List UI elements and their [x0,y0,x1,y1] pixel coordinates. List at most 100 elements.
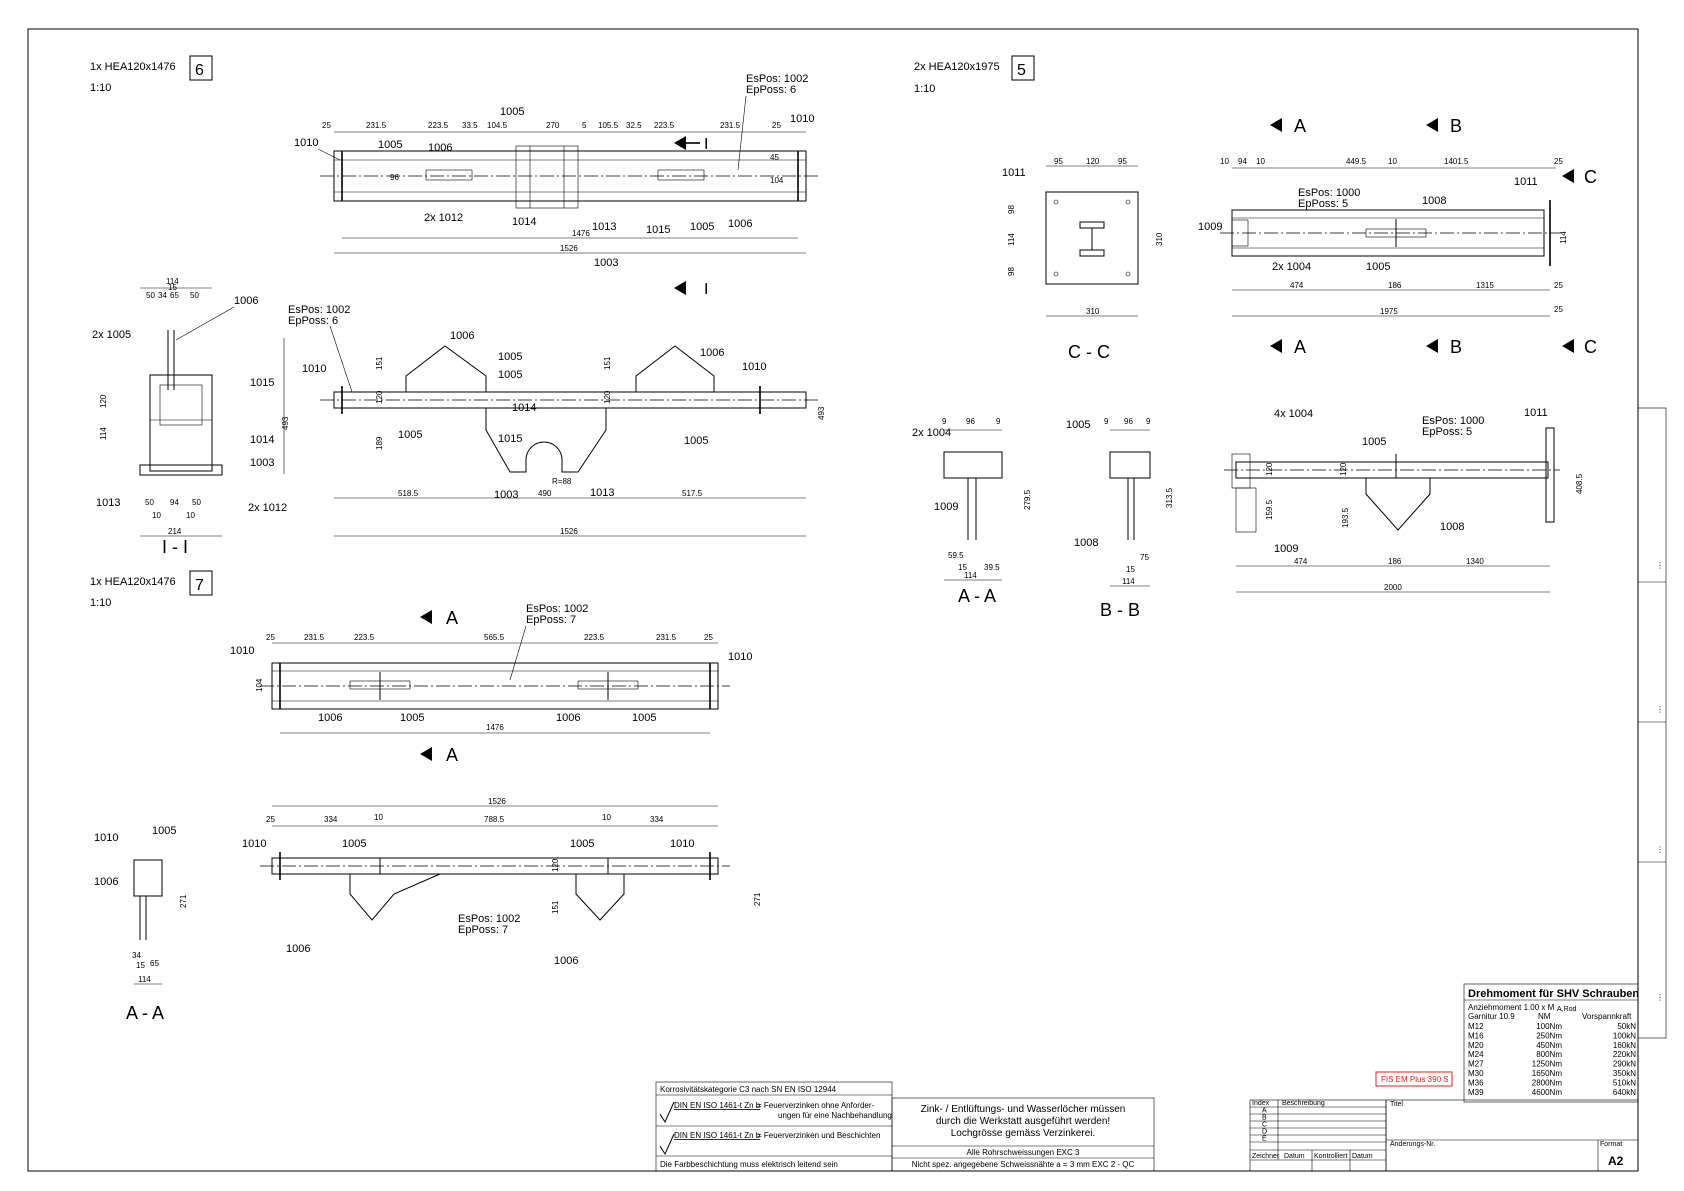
drawing-label: 95 [1118,157,1127,166]
drawing-label: 45 [770,153,779,162]
drawing-label: 114 [1007,233,1016,246]
drawing-label: EpPoss: 6 [746,84,796,96]
revision-index: C [1262,1122,1267,1129]
drawing-label: 159.5 [1265,499,1274,520]
drawing-label: 231.5 [656,633,677,642]
drawing-label: 1008 [1422,195,1446,207]
drawing-label: 1005 [1366,261,1390,273]
drawing-label: 214 [168,527,182,536]
drawing-label: 1010 [242,838,266,850]
drawing-label: 94 [170,498,179,507]
drawing-label: 10 [1388,157,1397,166]
pos7-number: 7 [195,577,204,594]
drawing-label: Datum [1284,1153,1305,1160]
drawing-label: 1005 [632,712,656,724]
note-korrosion: Korrosivitätskategorie C3 nach SN EN ISO… [660,1085,837,1094]
drawing-label: 1011 [1002,167,1026,179]
drawing-label: 98 [1007,205,1016,214]
drawing-label: 98 [1007,267,1016,276]
torque-cell: 220kN [1613,1050,1636,1059]
drawing-label: 1003 [494,489,518,501]
drawing-label: 1008 [1440,521,1464,533]
drawing-label: 1010 [230,645,254,657]
drawing-label: Datum [1352,1153,1373,1160]
drawing-label: 120 [99,394,108,408]
drawing-label: 1401.5 [1444,157,1469,166]
drawing-label: 15 [168,283,177,292]
drawing-label: 1476 [572,229,590,238]
drawing-label: 105.5 [598,121,619,130]
torque-table: Drehmoment für SHV Schrauben Anziehmomen… [1463,983,1639,1103]
drawing-label: 313.5 [1165,487,1174,508]
drawing-label: 1003 [250,457,274,469]
torque-cell: 160kN [1613,1041,1636,1050]
torque-subtitle-sub: A,Rod [1557,1006,1577,1013]
torque-cell: 350kN [1613,1069,1636,1078]
torque-title: Drehmoment für SHV Schrauben [1468,988,1639,1000]
drawing-label: 518.5 [398,489,419,498]
pos7-title: 1x HEA120x1476 [90,576,176,588]
drawing-label: 1006 [556,712,580,724]
drawing-label: 114 [138,975,151,984]
sheet-frame-edge [1637,407,1667,1039]
drawing-label: 1011 [1514,176,1538,188]
drawing-label: 10 [186,511,195,520]
drawing-label: 231.5 [720,121,741,130]
drawing-label: 10 [152,511,161,520]
drawing-label: 4x 1004 [1274,408,1313,420]
drawing-label: 151 [603,356,612,370]
drawing-label: 151 [551,900,560,914]
drawing-label: C [1584,167,1597,187]
drawing-label: 231.5 [366,121,387,130]
drawing-label: I [704,281,708,298]
drawing-label: B - B [1100,600,1140,620]
drawing-label: A [1294,337,1306,357]
drawing-label: 1015 [250,377,274,389]
drawing-label: 104 [255,678,264,692]
drawing-label: 59.5 [948,551,964,560]
drawing-label: C [1584,337,1597,357]
title-block: Titel Änderungs-Nr. Format A2 [1385,1099,1639,1172]
torque-cell: M27 [1468,1060,1484,1069]
drawing-label: 1526 [488,797,506,806]
drawing-label: 1340 [1466,557,1484,566]
drawing-label: = Feuerverzinken und Beschichten [757,1131,880,1140]
drawing-label: 1010 [294,137,318,149]
drawing-label: 9 [942,417,947,426]
drawing-label: 493 [817,406,826,420]
drawing-label: 50 [146,291,155,300]
drawing-label: C - C [1068,342,1110,362]
drawing-label: 10 [1256,157,1265,166]
drawing-label: 1013 [592,221,616,233]
drawing-label: 9 [1146,417,1151,426]
drawing-label: 25 [266,633,275,642]
drawing-label: 565.5 [484,633,505,642]
drawing-label: 95 [1054,157,1063,166]
torque-cell: 800Nm [1536,1050,1562,1059]
drawing-label: I [704,136,708,153]
torque-subtitle: Anziehmoment 1.00 x M [1468,1003,1555,1012]
drawing-label: 33.5 [462,121,478,130]
drawing-label: 114 [1559,231,1568,244]
drawing-label: 223.5 [584,633,605,642]
drawing-label: 189 [375,436,384,450]
drawing-label: Titel [1390,1101,1403,1108]
drawing-label: 474 [1294,557,1308,566]
drawing-label: Zink- / Entlüftungs- und Wasserlöcher mü… [921,1104,1126,1115]
drawing-label: 1010 [670,838,694,850]
note-din2: DIN EN ISO 1461-t Zn b [674,1131,761,1140]
drawing-label: 120 [1339,462,1348,476]
revision-index: A [1262,1108,1267,1115]
drawing-label: Nicht spez. angegebene Schweissnähte a =… [912,1160,1135,1169]
drawing-label: 96 [966,417,975,426]
pos7-top-view: 25 231.5 223.5 565.5 223.5 231.5 25 1476… [255,633,730,734]
drawing-label: Lochgrösse gemäss Verzinkerei. [951,1128,1096,1139]
drawing-label: 334 [324,815,338,824]
drawing-label: 1006 [728,218,752,230]
drawing-label: 25 [1554,281,1563,290]
drawing-label: 32.5 [626,121,642,130]
pos6-section-ii: 114 50 34 65 50 15 50 94 50 10 10 214 49… [99,277,290,537]
torque-cell: M30 [1468,1069,1484,1078]
drawing-label: A - A [958,586,996,606]
